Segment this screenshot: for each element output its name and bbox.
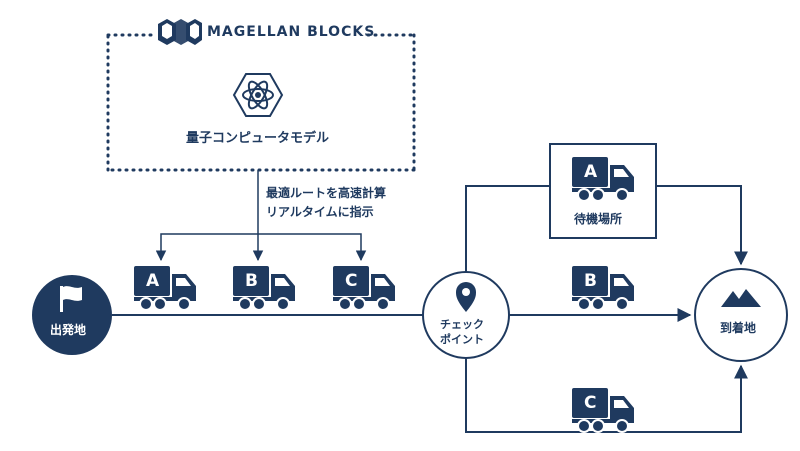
route-truck-b-icon — [571, 265, 635, 311]
truck-a-label: A — [146, 271, 160, 291]
mountain-icon — [721, 289, 761, 307]
brand-name: MAGELLAN BLOCKS — [207, 24, 376, 40]
truck-b-icon — [232, 265, 296, 311]
route-truck-c-label: C — [584, 393, 597, 413]
instruction-line-1: 最適ルートを高速計算 — [266, 186, 387, 200]
destination-label: 到着地 — [720, 321, 757, 335]
truck-b-label: B — [245, 271, 258, 291]
truck-a-icon — [133, 265, 197, 311]
magellan-logo-icon — [158, 19, 202, 45]
start-label: 出発地 — [50, 323, 87, 337]
waiting-truck-a-label: A — [584, 162, 598, 182]
route-truck-c-icon — [571, 387, 635, 433]
destination-node — [694, 268, 788, 362]
truck-c-label: C — [345, 271, 358, 291]
instruction-arrows — [155, 170, 367, 262]
checkpoint-label-line-2: ポイント — [440, 333, 484, 346]
instruction-line-2: リアルタイムに指示 — [266, 205, 374, 219]
route-lines — [112, 185, 748, 433]
quantum-model-label: 量子コンピュータモデル — [186, 131, 330, 146]
route-truck-b-label: B — [584, 271, 597, 291]
truck-c-icon — [332, 265, 396, 311]
checkpoint-label-line-1: チェック — [440, 318, 484, 331]
flag-icon — [60, 286, 82, 312]
location-pin-icon — [456, 282, 476, 312]
waiting-area-label: 待機場所 — [574, 212, 623, 226]
checkpoint-node — [422, 271, 510, 359]
atom-icon — [232, 73, 284, 117]
start-node — [32, 275, 112, 355]
quantum-enclosure — [106, 33, 416, 172]
